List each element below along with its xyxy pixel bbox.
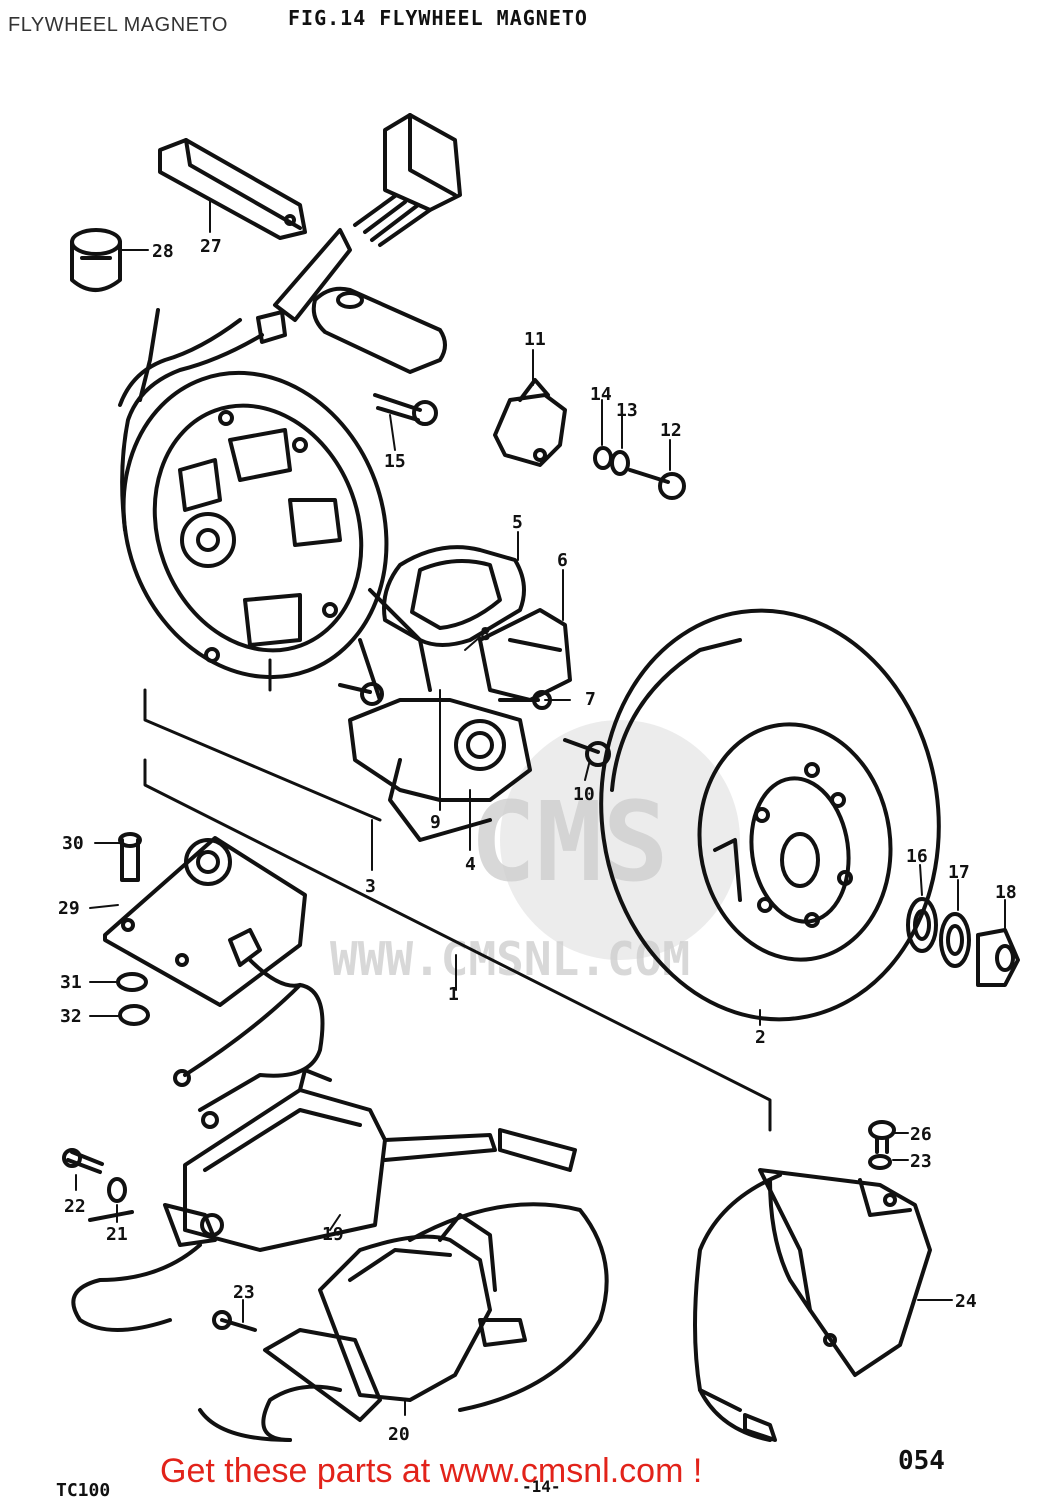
callout-14: 14 [590,384,612,405]
stator-base-plate [121,370,389,680]
wiring-harness-connector [118,113,462,532]
callout-21: 21 [106,1224,128,1245]
callout-4: 4 [465,854,476,875]
part-24-regulator [693,1168,932,1442]
part-29-bracket [103,836,325,1129]
callout-28: 28 [152,241,174,262]
callout-7: 7 [585,689,596,710]
cover-plate [311,286,447,374]
callout-leaders [75,199,1006,1416]
parts-30-31-32-fasteners [116,832,150,1026]
parts-12-13-14-screw-washers [593,446,686,500]
callout-29: 29 [58,898,80,919]
callout-32: 32 [60,1006,82,1027]
callout-20: 20 [388,1424,410,1445]
callout-13: 13 [616,400,638,421]
part-20-ignition-coil [198,1202,609,1442]
parts-21-22-fasteners [62,1148,127,1203]
callout-2: 2 [755,1027,766,1048]
screws-stator [338,393,611,767]
model-code: TC100 [56,1480,111,1501]
callout-26: 26 [910,1124,932,1145]
callout-6: 6 [557,550,568,571]
page-mark: -14- [522,1477,561,1496]
callout-27: 27 [200,236,222,257]
watermark-url-text: WWW.CMSNL.COM [330,932,690,986]
callout-15: 15 [384,451,406,472]
part-28-grommet [70,228,122,292]
callout-8: 8 [480,624,491,645]
callout-5: 5 [512,512,523,533]
callout-10: 10 [573,784,595,805]
callout-19: 19 [322,1224,344,1245]
page-number: 054 [898,1446,945,1476]
callout-23-right: 23 [910,1151,932,1172]
watermark: CMS WWW.CMSNL.COM [330,720,740,986]
callout-18: 18 [995,882,1017,903]
stator-coils [348,545,572,842]
assembly-group-bracket [143,658,772,1132]
footer-banner-link[interactable]: Get these parts at www.cmsnl.com ! [160,1452,703,1490]
part-27-cover [158,138,307,240]
callout-24: 24 [955,1291,977,1312]
callout-22: 22 [64,1196,86,1217]
callout-3: 3 [365,876,376,897]
figure-title: FIG.14 FLYWHEEL MAGNETO [288,6,588,30]
part-11-contact-breaker [493,378,567,467]
part-2-flywheel-rotor [599,608,941,1022]
callout-16: 16 [906,846,928,867]
parts-23-26-fasteners [868,1120,896,1170]
callout-23-left: 23 [233,1282,255,1303]
watermark-logo-text: CMS [470,778,669,906]
page-label: FLYWHEEL MAGNETO [8,14,228,36]
callout-12: 12 [660,420,682,441]
callout-17: 17 [948,862,970,883]
parts-16-17-18-washer-nut [906,897,1020,987]
callout-11: 11 [524,329,546,350]
callout-labels: 27 28 15 11 14 13 12 5 6 8 7 9 4 10 3 1 … [58,236,1017,1445]
part-19-ignition-coil [71,1068,577,1332]
callout-1: 1 [448,984,459,1005]
callout-30: 30 [62,833,84,854]
callout-31: 31 [60,972,82,993]
callout-9: 9 [430,812,441,833]
